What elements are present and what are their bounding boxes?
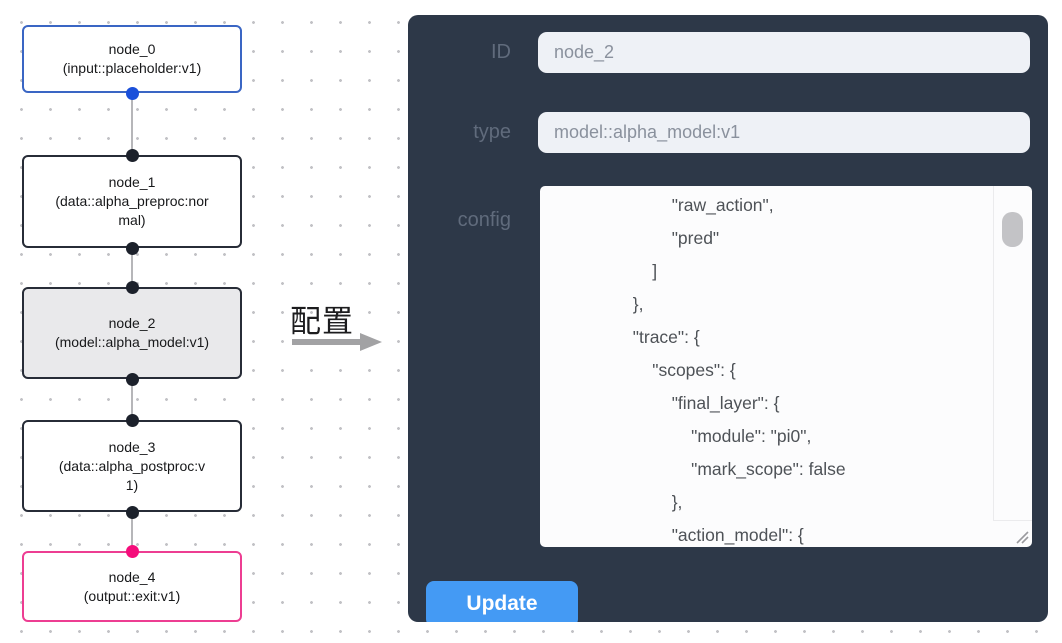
right-arrow-head-icon xyxy=(360,333,382,351)
config-json-text: "raw_action", "pred" ] }, "trace": { "sc… xyxy=(632,195,846,545)
id-input[interactable] xyxy=(538,32,1030,73)
node-1-type: (data::alpha_preproc:normal) xyxy=(55,193,209,228)
node-2-title: node_2 xyxy=(108,315,156,331)
right-arrow-icon xyxy=(292,339,362,345)
node-0[interactable]: node_0 (input::placeholder:v1) xyxy=(22,25,242,93)
node-2[interactable]: node_2 (model::alpha_model:v1) xyxy=(22,287,242,379)
id-field-label: ID xyxy=(491,41,511,63)
port-node3-out[interactable] xyxy=(126,506,139,519)
configure-annotation: 配置 xyxy=(290,304,354,339)
node-3-title: node_3 xyxy=(108,438,156,455)
port-node1-out[interactable] xyxy=(126,242,139,255)
type-input[interactable] xyxy=(538,112,1030,153)
edge-0-1 xyxy=(131,93,133,155)
edge-2-3 xyxy=(131,379,133,420)
node-3[interactable]: node_3 (data::alpha_postproc:v1) xyxy=(22,420,242,512)
port-node2-out[interactable] xyxy=(126,373,139,386)
resize-handle-icon[interactable] xyxy=(1013,528,1029,544)
node-1-title: node_1 xyxy=(108,174,156,190)
scrollbar-thumb[interactable] xyxy=(1002,212,1023,247)
edge-1-2 xyxy=(131,248,133,287)
config-field-label: config xyxy=(457,209,511,231)
port-node2-in[interactable] xyxy=(126,281,139,294)
config-textarea[interactable]: "raw_action", "pred" ] }, "trace": { "sc… xyxy=(540,186,1032,547)
node-config-panel: ID type config "raw_action", "pred" ] },… xyxy=(408,15,1048,622)
scrollbar-corner-divider xyxy=(993,520,1032,521)
port-node4-in[interactable] xyxy=(126,545,139,558)
node-4[interactable]: node_4 (output::exit:v1) xyxy=(22,551,242,622)
node-2-type: (model::alpha_model:v1) xyxy=(54,334,210,350)
node-3-type: (data::alpha_postproc:v1) xyxy=(58,457,206,493)
port-node3-in[interactable] xyxy=(126,414,139,427)
node-0-type: (input::placeholder:v1) xyxy=(62,60,202,76)
edge-3-4 xyxy=(131,512,133,551)
node-0-title: node_0 xyxy=(108,41,156,57)
scrollbar-track-divider xyxy=(993,186,994,520)
type-field-label: type xyxy=(473,121,511,143)
node-4-title: node_4 xyxy=(108,568,156,585)
node-4-type: (output::exit:v1) xyxy=(83,587,181,604)
update-button[interactable]: Update xyxy=(426,581,578,622)
port-node0-out[interactable] xyxy=(126,87,139,100)
port-node1-in[interactable] xyxy=(126,149,139,162)
node-1[interactable]: node_1 (data::alpha_preproc:normal) xyxy=(22,155,242,248)
